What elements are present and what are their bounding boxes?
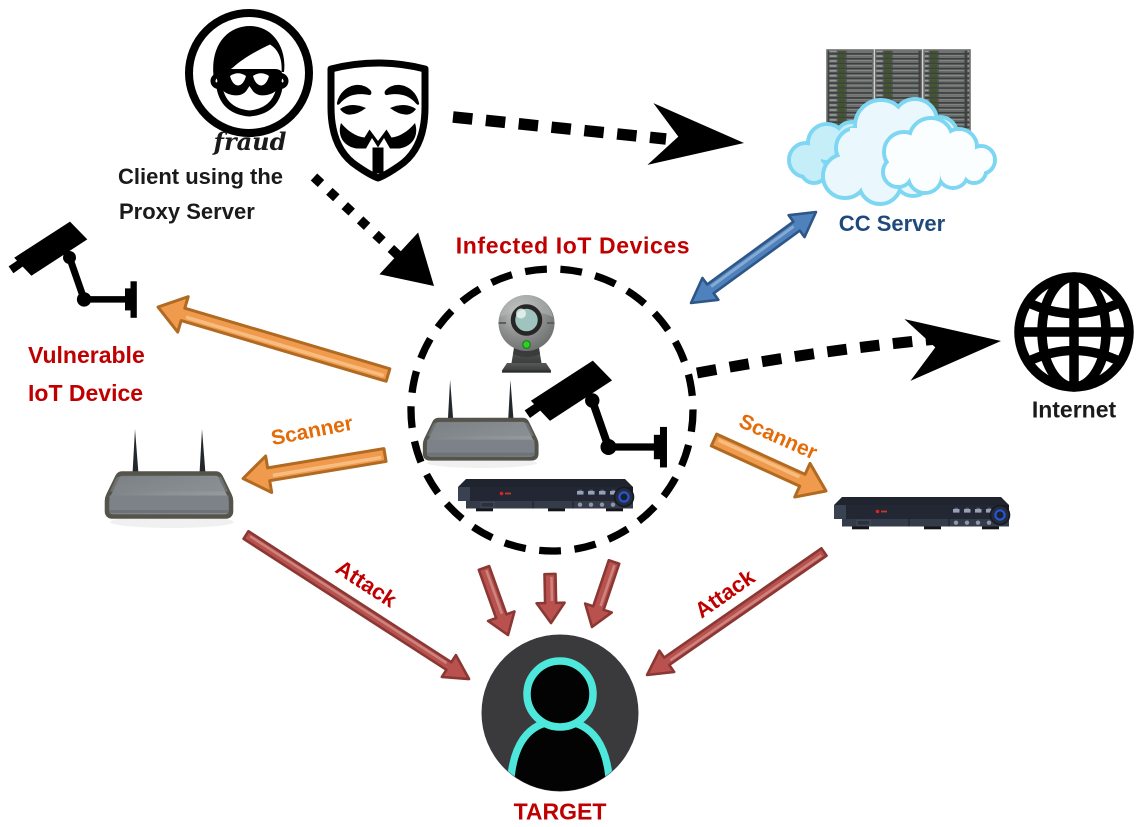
arrow-scanner-right: [709, 432, 828, 499]
anonymous-mask-icon: [327, 59, 429, 182]
internet-globe-icon: [1014, 272, 1134, 392]
target-label: TARGET: [513, 798, 607, 825]
arrow-attack-left: [242, 529, 471, 681]
fraud-logo-text: fraud: [213, 127, 287, 156]
arrow-attack-short-left: [477, 564, 516, 637]
cctv-camera-icon: [9, 222, 137, 318]
arrow-circle-ccserver-blue: [689, 210, 818, 305]
client-proxy-label-line1: Client using the: [118, 164, 283, 189]
fraud-client-icon: [185, 9, 313, 137]
client-proxy-label-line2: Proxy Server: [119, 199, 255, 224]
arrow-attack-short-right: [583, 558, 621, 629]
wifi-router-icon: [425, 380, 537, 459]
target-person-icon: [481, 634, 639, 792]
arrow-scan-camera: [156, 295, 392, 383]
dvr-icon: [456, 477, 635, 513]
vulnerable-label-line1: Vulnerable: [28, 342, 145, 368]
vulnerable-label-line2: IoT Device: [28, 380, 144, 406]
dvr-icon: [832, 495, 1011, 531]
cc-server-label: CC Server: [838, 211, 946, 236]
cloud-icon: [787, 97, 997, 206]
cctv-camera-icon: [525, 361, 667, 468]
arrow-scanner-left: [241, 447, 388, 495]
arrow-circle-to-internet: [695, 319, 1001, 381]
arrow-attack-right: [645, 547, 828, 677]
infected-iot-label: Infected IoT Devices: [455, 232, 691, 259]
webcam-icon: [498, 295, 555, 373]
arrow-mask-to-circle-dotted: [310, 173, 434, 286]
infected-devices-circle: [407, 265, 697, 555]
internet-label: Internet: [1031, 396, 1117, 423]
arrow-attack-short-mid: [535, 572, 566, 625]
wifi-router-icon: [107, 429, 231, 517]
arrow-mask-to-ccserver: [452, 103, 744, 165]
